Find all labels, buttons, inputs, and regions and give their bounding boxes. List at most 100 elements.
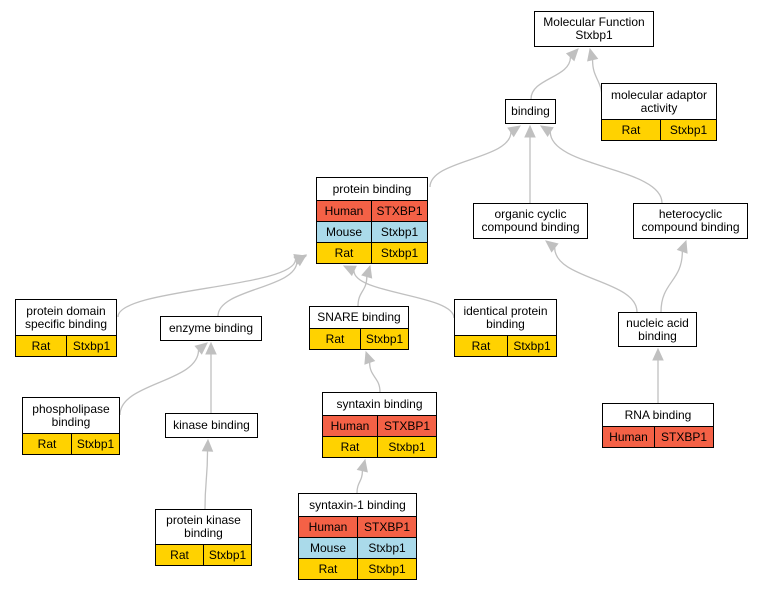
go-term-label-text: phospholipase binding <box>32 401 110 429</box>
annotation-row: Mouse Stxbp1 <box>317 221 427 242</box>
go-term-label: protein binding <box>317 178 427 200</box>
species-cell: Mouse <box>309 541 347 555</box>
go-term-label-text: RNA binding <box>624 407 692 422</box>
go-term-label-text: protein binding <box>332 181 412 196</box>
go-term-label: organic cyclic compound binding <box>474 204 587 238</box>
edge-snare-to-protein-binding <box>357 276 368 307</box>
go-term-binding[interactable]: binding <box>505 99 556 124</box>
go-term-label: identical protein binding <box>455 300 556 335</box>
go-term-label-text: heterocyclic compound binding <box>641 207 740 234</box>
go-term-label: Molecular Function Stxbp1 <box>535 12 653 46</box>
go-term-label-text: kinase binding <box>173 418 250 432</box>
go-term-label: protein domain specific binding <box>16 300 116 335</box>
species-cell: Mouse <box>325 225 363 239</box>
edge-identical-to-protein-binding <box>353 270 455 319</box>
go-term-label: binding <box>506 100 555 123</box>
gene-cell[interactable]: Stxbp1 <box>371 243 427 263</box>
species-cell: Human <box>609 430 648 444</box>
annotation-row: Rat Stxbp1 <box>602 119 716 140</box>
edge-phospho-to-enzyme <box>119 349 200 416</box>
gene-cell[interactable]: Stxbp1 <box>357 538 416 558</box>
arrowhead-enzyme <box>205 341 217 355</box>
edge-binding-to-mf <box>530 56 572 100</box>
arrowhead-binding <box>539 125 554 138</box>
go-term-nucleic[interactable]: nucleic acid binding <box>618 312 697 347</box>
gene-cell[interactable]: Stxbp1 <box>507 336 556 356</box>
go-term-label-text: SNARE binding <box>317 310 401 324</box>
go-term-organic[interactable]: organic cyclic compound binding <box>473 203 588 239</box>
gene-cell[interactable]: STXBP1 <box>371 201 427 221</box>
gene-cell[interactable]: Stxbp1 <box>357 559 416 579</box>
species-cell: Rat <box>621 123 641 137</box>
go-term-label-text: organic cyclic compound binding <box>481 207 580 234</box>
gene-cell[interactable]: STXBP1 <box>377 416 436 436</box>
arrowhead-binding <box>524 124 536 138</box>
annotation-row: Rat Stxbp1 <box>310 328 408 349</box>
species-cell: Rat <box>318 562 338 576</box>
go-term-label: heterocyclic compound binding <box>634 204 747 238</box>
gene-cell[interactable]: Stxbp1 <box>203 545 251 565</box>
go-term-label-text: protein domain specific binding <box>24 303 108 331</box>
species-cell: Rat <box>31 339 51 353</box>
go-term-label-text: nucleic acid binding <box>626 315 689 343</box>
species-cell: Human <box>308 520 348 534</box>
arrowhead-hetero <box>676 239 688 254</box>
gene-cell[interactable]: Stxbp1 <box>660 120 716 140</box>
go-term-label-text: Molecular Function Stxbp1 <box>543 15 645 42</box>
go-term-label-text: identical protein binding <box>463 303 548 331</box>
go-term-label-text: binding <box>511 104 550 118</box>
arrowhead-protein-binding <box>293 254 307 267</box>
edge-protein-binding-to-binding <box>429 132 512 188</box>
arrowhead-binding <box>507 125 522 138</box>
gene-cell[interactable]: Stxbp1 <box>371 222 427 242</box>
edge-syntaxin1-to-syntaxin <box>356 470 364 494</box>
species-cell: Rat <box>471 339 491 353</box>
gene-cell[interactable]: STXBP1 <box>357 517 416 537</box>
edge-nucleic-to-organic <box>554 247 638 313</box>
go-term-enzyme[interactable]: enzyme binding <box>160 316 262 341</box>
annotation-row: Rat Stxbp1 <box>23 433 119 454</box>
go-term-hetero[interactable]: heterocyclic compound binding <box>633 203 748 239</box>
arrowhead-mf <box>587 47 599 62</box>
gene-cell[interactable]: STXBP1 <box>654 427 713 447</box>
arrowhead-snare <box>364 350 376 365</box>
annotation-row: Mouse Stxbp1 <box>299 537 416 558</box>
arrowhead-syntaxin <box>356 458 368 473</box>
gene-cell[interactable]: Stxbp1 <box>360 329 408 349</box>
annotation-row: Rat Stxbp1 <box>299 558 416 579</box>
go-term-mf[interactable]: Molecular Function Stxbp1 <box>534 11 654 47</box>
go-term-label: kinase binding <box>166 414 257 437</box>
arrowhead-nucleic <box>652 347 664 361</box>
go-term-label: nucleic acid binding <box>619 313 696 346</box>
gene-cell[interactable]: Stxbp1 <box>71 434 119 454</box>
gene-cell[interactable]: Stxbp1 <box>377 437 436 457</box>
go-term-label-text: enzyme binding <box>168 321 254 335</box>
go-term-label-text: syntaxin binding <box>336 396 423 411</box>
go-term-label: syntaxin binding <box>323 393 436 415</box>
edge-hetero-to-binding <box>549 131 663 204</box>
species-cell: Rat <box>325 332 345 346</box>
go-term-label: protein kinase binding <box>156 510 251 544</box>
go-term-kinase[interactable]: kinase binding <box>165 413 258 438</box>
species-cell: Rat <box>37 437 57 451</box>
go-term-label-text: molecular adaptor activity <box>610 87 708 115</box>
gene-cell[interactable]: Stxbp1 <box>66 336 116 356</box>
edge-enzyme-to-protein-binding <box>217 261 298 317</box>
go-term-label: SNARE binding <box>310 307 408 328</box>
